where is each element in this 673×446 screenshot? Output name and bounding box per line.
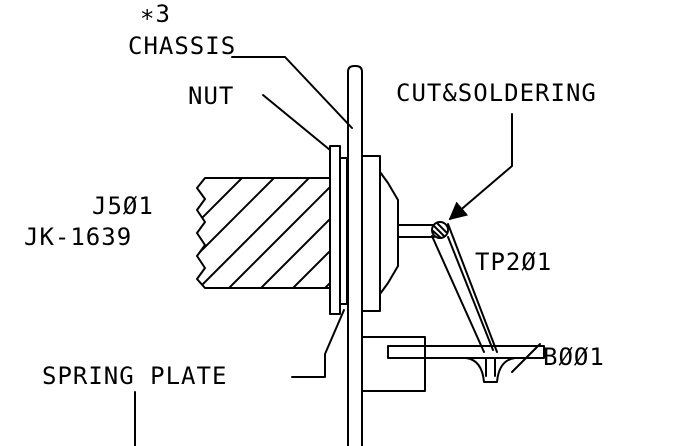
spring-plate-label: SPRING PLATE <box>42 362 227 390</box>
testpoint-label: TP2Ø1 <box>475 248 552 276</box>
board-b001 <box>387 345 545 383</box>
tp201-wire <box>431 223 498 353</box>
nut-label: NUT <box>188 82 234 110</box>
cut-soldering-label: CUT&SOLDERING <box>396 79 597 107</box>
nut <box>329 145 348 315</box>
jack-j501-body <box>196 177 331 289</box>
note-ref-label: ∗3 <box>140 0 171 28</box>
chassis-panel <box>347 65 363 446</box>
leader-lines <box>134 56 541 446</box>
jack-ref-label: J5Ø1 <box>92 192 154 220</box>
jack-terminal-pin <box>397 224 435 238</box>
jack-rear-housing <box>379 171 399 295</box>
solder-point <box>431 221 449 239</box>
mounting-block <box>361 336 426 392</box>
jack-hatching <box>197 178 330 288</box>
board-label: BØØ1 <box>543 343 605 371</box>
spring-plate-flange <box>361 155 381 312</box>
jack-part-label: JK-1639 <box>24 223 132 251</box>
chassis-label: CHASSIS <box>128 32 236 60</box>
